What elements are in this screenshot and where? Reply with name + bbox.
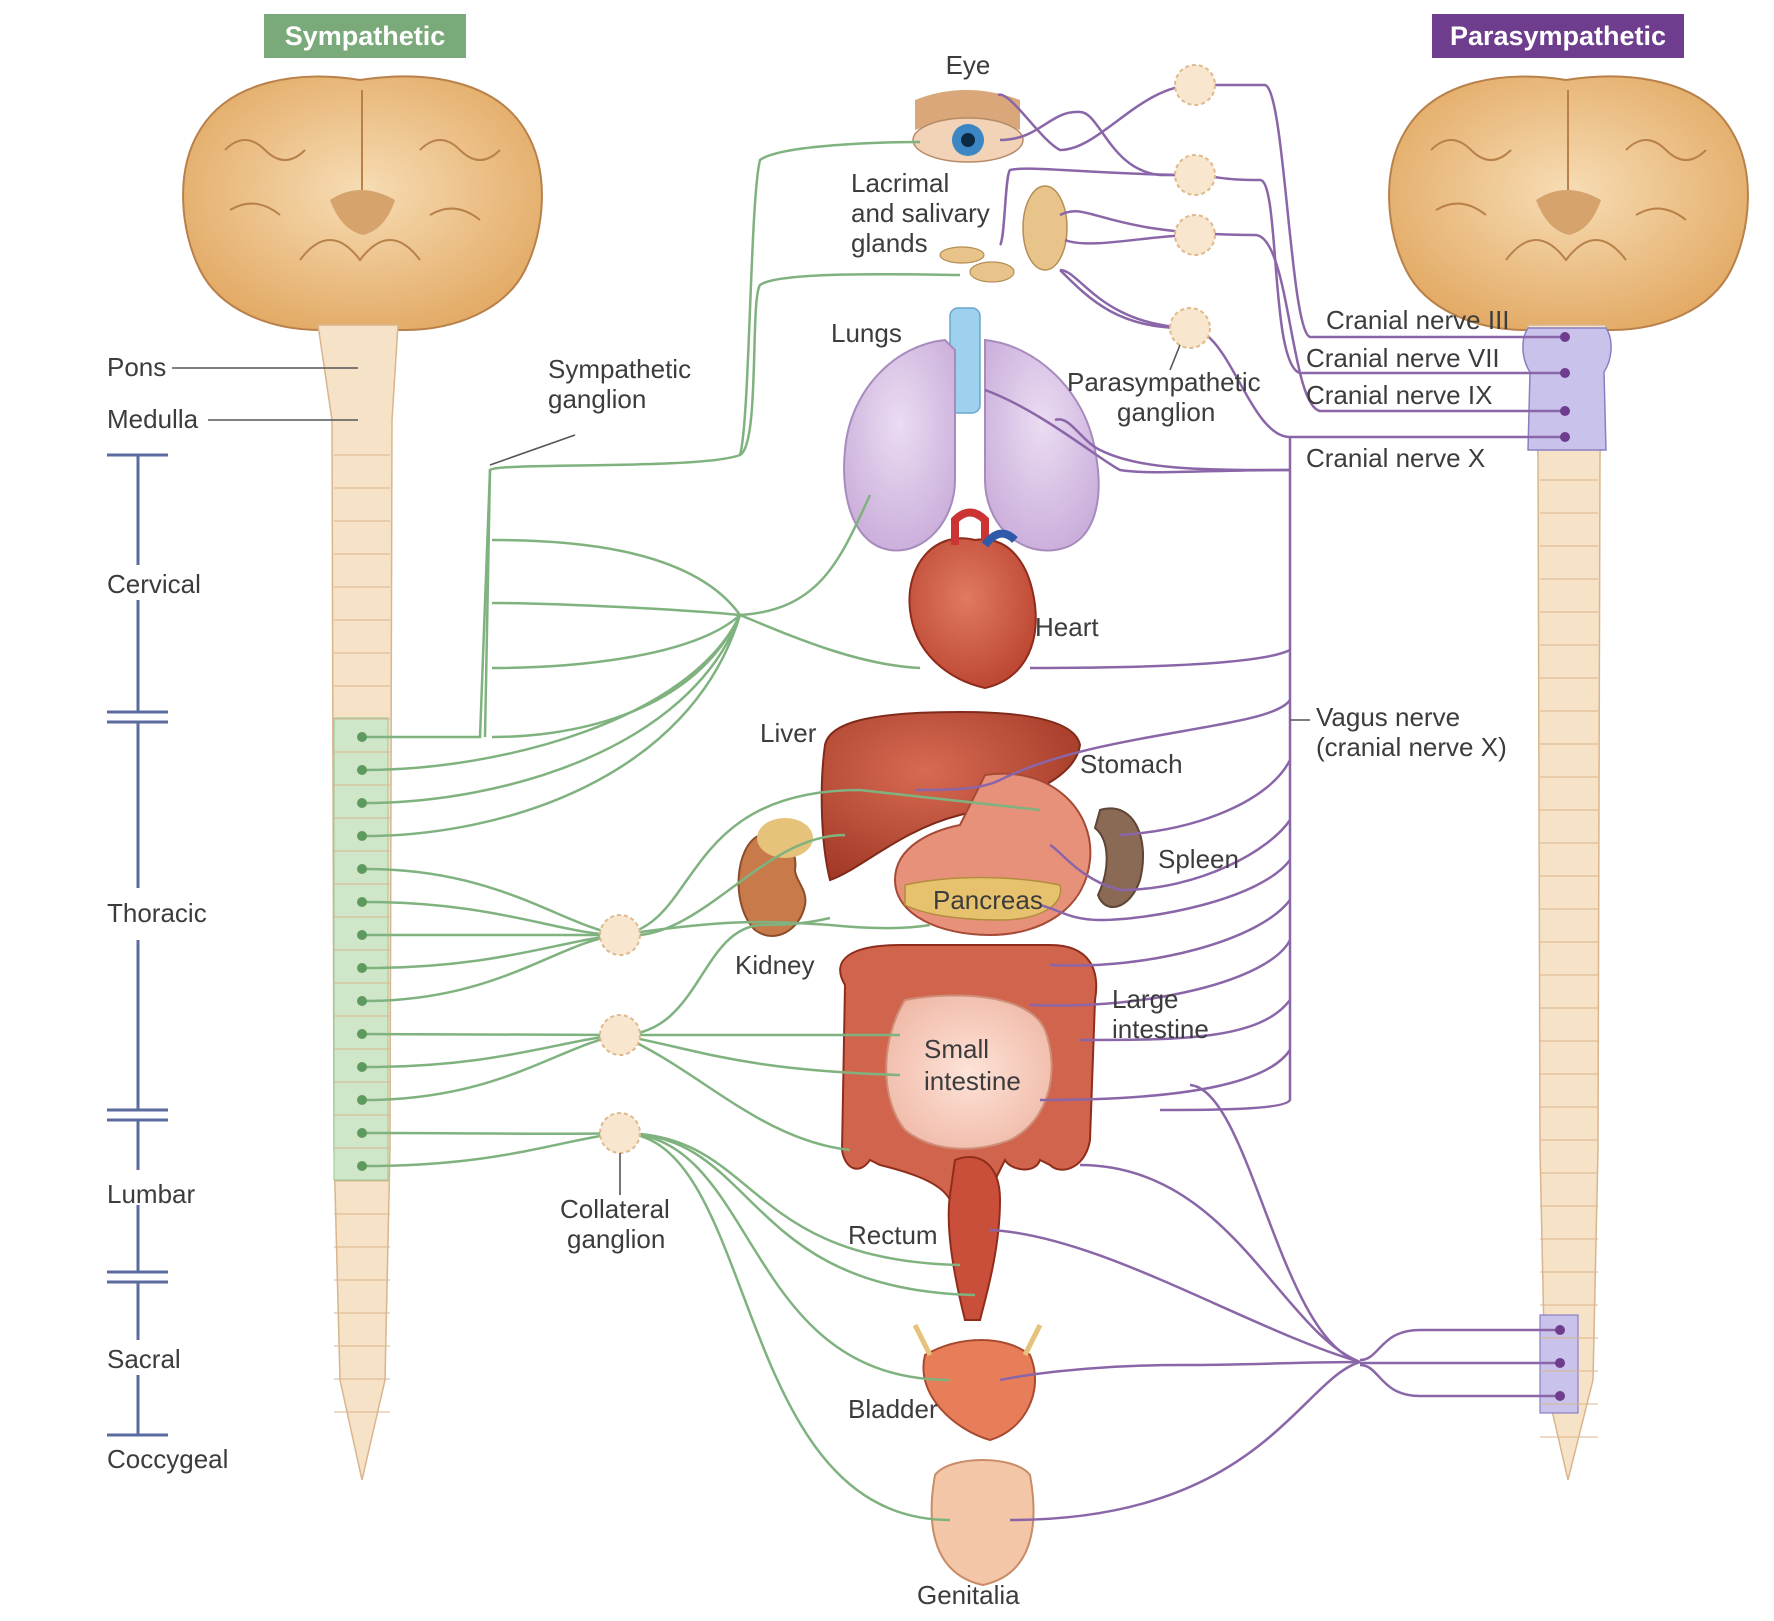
sympathetic-origin-dot	[357, 897, 367, 907]
sympathetic-origin-dot	[357, 831, 367, 841]
heart-illustration	[908, 508, 1037, 690]
medulla-label: Medulla	[107, 404, 199, 434]
sympathetic-origin-dot	[357, 765, 367, 775]
genitalia-illustration	[930, 1459, 1035, 1587]
parasympathetic-pathways	[914, 64, 1570, 1522]
sympathetic-origin-dot	[357, 1095, 367, 1105]
heart-label: Heart	[1035, 612, 1099, 642]
lungs-label: Lungs	[831, 318, 902, 348]
sympathetic-origin-dot	[357, 963, 367, 973]
liver-label: Liver	[760, 718, 817, 748]
sympathetic-origin-dot	[357, 864, 367, 874]
sympathetic-origin-dot	[357, 996, 367, 1006]
sympathetic-origin-dot	[357, 930, 367, 940]
genitalia-label: Genitalia	[917, 1580, 1020, 1610]
sympathetic-origin-dot	[357, 732, 367, 742]
cranial-nerve-x-label: Cranial nerve X	[1306, 443, 1485, 473]
svg-text:Sympathetic: Sympathetic	[285, 21, 446, 51]
svg-text:Parasympathetic: Parasympathetic	[1450, 21, 1666, 51]
parasympathetic-ganglion-eye	[1174, 64, 1216, 106]
parasympathetic-header: Parasympathetic	[1432, 14, 1684, 58]
cranial-nerve-vii-label: Cranial nerve VII	[1306, 343, 1500, 373]
vagus-nerve-label-line2: (cranial nerve X)	[1316, 732, 1507, 762]
vagus-nerve-label-line1: Vagus nerve	[1316, 702, 1460, 732]
eye-illustration	[912, 90, 1024, 163]
spleen-label: Spleen	[1158, 844, 1239, 874]
parasympathetic-ganglion-parotid	[1169, 307, 1211, 349]
pons-label: Pons	[107, 352, 166, 382]
kidney-label: Kidney	[735, 950, 815, 980]
rectum-illustration	[947, 1155, 1002, 1321]
bladder-illustration	[912, 1323, 1043, 1442]
lungs-illustration	[843, 307, 1100, 552]
rectum-label: Rectum	[848, 1220, 938, 1250]
parasympathetic-ganglion-label-line2: ganglion	[1117, 397, 1215, 427]
large-intestine-label-line2: intestine	[1112, 1014, 1209, 1044]
salivary-glands-illustration	[939, 185, 1068, 283]
sympathetic-origin-dot	[357, 1161, 367, 1171]
bladder-label: Bladder	[848, 1394, 938, 1424]
small-intestine-label-line1: Small	[924, 1034, 989, 1064]
spleen-illustration	[1093, 807, 1145, 908]
sacral-label: Sacral	[107, 1344, 181, 1374]
collateral-ganglion-2	[599, 1014, 641, 1056]
cranial-nerve-iii-label: Cranial nerve III	[1326, 305, 1510, 335]
thoracic-label: Thoracic	[107, 898, 207, 928]
parasympathetic-ganglion-salivary	[1174, 214, 1216, 256]
stomach-label: Stomach	[1080, 749, 1183, 779]
lacrimal-label-line2: and salivary	[851, 198, 990, 228]
sympathetic-origin-dot	[357, 1128, 367, 1138]
right-spinal-cord	[1522, 324, 1612, 1481]
pancreas-label: Pancreas	[933, 885, 1043, 915]
pancreas-illustration	[904, 876, 1062, 921]
lacrimal-label-line1: Lacrimal	[851, 168, 949, 198]
parasympathetic-ganglion-label-line1: Parasympathetic	[1067, 367, 1261, 397]
sympathetic-origin-dot	[357, 1029, 367, 1039]
coccygeal-label: Coccygeal	[107, 1444, 228, 1474]
sympathetic-origin-dot	[357, 1062, 367, 1072]
lumbar-label: Lumbar	[107, 1179, 195, 1209]
left-brain	[182, 75, 543, 331]
right-cord-segment-lines	[1540, 479, 1598, 1438]
sympathetic-ganglion-label-line1: Sympathetic	[548, 354, 691, 384]
collateral-ganglion-1	[599, 914, 641, 956]
cervical-label: Cervical	[107, 569, 201, 599]
sympathetic-origin-dot	[357, 798, 367, 808]
collateral-ganglion-label-line2: ganglion	[567, 1224, 665, 1254]
lacrimal-label-line3: glands	[851, 228, 928, 258]
small-intestine-illustration	[885, 994, 1053, 1150]
collateral-ganglion-3	[599, 1112, 641, 1154]
kidney-illustration	[737, 818, 813, 937]
left-cord-segment-lines	[334, 454, 390, 1413]
sympathetic-ganglion-label-line2: ganglion	[548, 384, 646, 414]
cranial-nerve-ix-label: Cranial nerve IX	[1306, 380, 1492, 410]
large-intestine-label-line1: Large	[1112, 984, 1179, 1014]
right-brain	[1388, 75, 1749, 331]
collateral-ganglion-label-line1: Collateral	[560, 1194, 670, 1224]
sympathetic-origin-dots	[357, 732, 367, 1171]
region-brackets	[107, 367, 358, 1437]
eye-label: Eye	[946, 50, 991, 80]
small-intestine-label-line2: intestine	[924, 1066, 1021, 1096]
sympathetic-pathways	[357, 140, 1041, 1522]
parasympathetic-ganglion-lacrimal	[1174, 154, 1216, 196]
sympathetic-header: Sympathetic	[264, 14, 466, 58]
